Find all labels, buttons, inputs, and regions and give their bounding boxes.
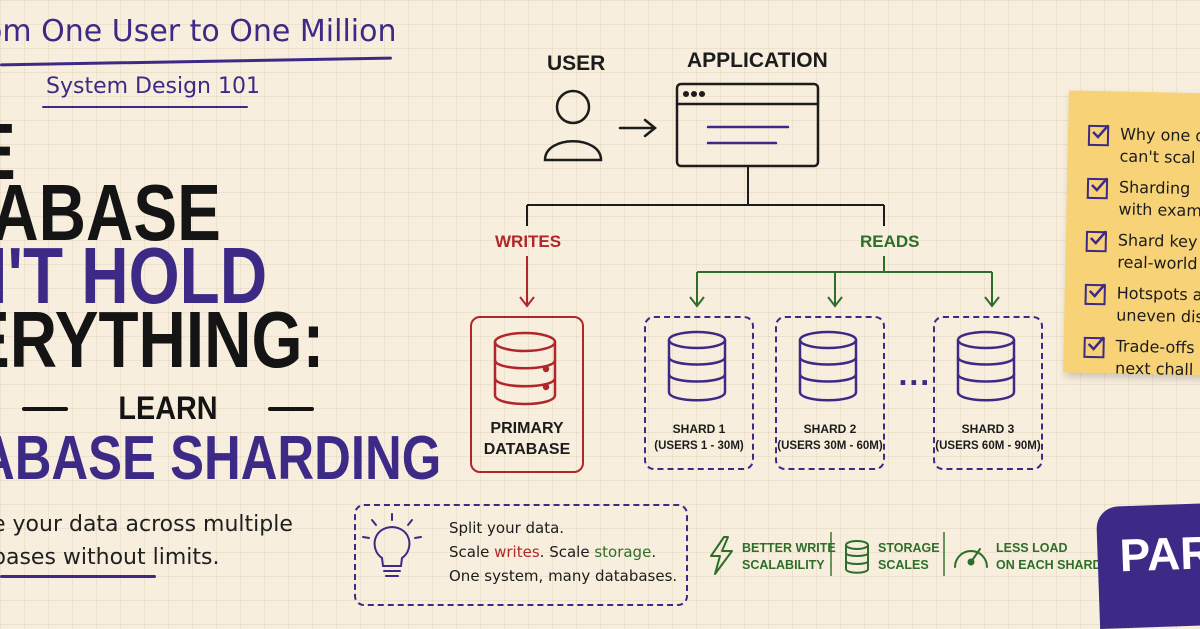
benefit-1-line-2: SCALABILITY [742,558,825,572]
benefit-3-line-2: ON EACH SHARD [996,558,1102,572]
primary-label-line-2: DATABASE [483,441,571,458]
shard-3-name: SHARD 3 [961,422,1015,436]
learn-label: LEARN [118,390,218,426]
headline-line-4: ERYTHING: [0,295,325,384]
user-label: USER [547,52,606,75]
headline-line-3: N'T HOLD [0,231,268,320]
primary-database-label: PRIMARY DATABASE [472,418,582,460]
info-line-3: One system, many databases. [449,567,678,585]
tagline-line-1: e your data across multiple [0,512,293,537]
shard-2-name: SHARD 2 [803,422,857,436]
application-window-icon [675,82,820,168]
more-shards-ellipsis: ... [898,362,931,392]
arrow-user-to-app-icon [618,118,658,138]
primary-database-box: PRIMARY DATABASE [470,316,584,473]
checklist-item-line-1: Hotspots a [1116,283,1200,305]
benefit-3-line-1: LESS LOAD [996,541,1068,555]
benefit-1-line-1: BETTER WRITE [742,541,836,555]
info-box: Split your data. Scale writes. Scale sto… [354,504,688,606]
info-line-2-b: . Scale [539,543,595,561]
shard-1-box: SHARD 1 (USERS 1 - 30M) [644,316,754,470]
writes-label: WRITES [495,232,562,251]
tagline-line-2: bases without limits. [0,545,220,570]
headline-line-1: E [0,112,16,192]
checklist-item-line-1: Sharding [1118,177,1191,199]
headline-line-2: TABASE [0,168,221,257]
info-line-2-a: Scale [449,543,495,561]
subtitle-underline [42,106,248,108]
shard-3-database-icon [956,330,1016,402]
shard-3-box: SHARD 3 (USERS 60M - 90M) [933,316,1043,470]
tagline: e your data across multiple bases withou… [0,508,293,574]
checklist-item-line-1: Shard key [1117,230,1198,252]
checklist-item-line-2: can't scal [1119,146,1196,168]
reads-label: READS [860,232,920,251]
info-line-2-c: . [651,543,657,561]
info-line-2: Scale writes. Scale storage. [449,540,677,564]
database-icon [845,540,869,574]
checkbox-icon [1087,124,1110,147]
checklist-item-line-1: Trade-offs [1115,336,1195,358]
benefit-less-load: LESS LOAD ON EACH SHARD [996,540,1102,574]
learn-divider: LEARN [22,390,314,426]
benefit-write-scalability: BETTER WRITE SCALABILITY [742,540,836,574]
checkbox-icon [1085,230,1108,253]
reads-arrows-icon [689,256,1000,308]
headline-line-5: ABASE SHARDING [0,424,442,493]
benefit-storage-scales: STORAGE SCALES [878,540,940,574]
benefit-2-line-1: STORAGE [878,541,940,555]
shard-1-name: SHARD 1 [672,422,726,436]
lightbulb-icon [362,513,422,577]
user-icon [543,89,603,162]
info-text: Split your data. Scale writes. Scale sto… [449,516,677,588]
application-label: APPLICATION [687,49,828,72]
shard-2-box: SHARD 2 (USERS 30M - 60M) [775,316,885,470]
checklist-item-line-1: Why one d [1119,124,1200,146]
shard-1-range: (USERS 1 - 30M) [654,440,744,452]
learn-dash-right [268,407,314,411]
gauge-icon [954,548,988,568]
checklist-item-line-2: uneven dis [1116,305,1200,327]
shard-3-range: (USERS 60M - 90M) [935,440,1041,452]
learn-dash-left [22,407,68,411]
shard-1-database-icon [667,330,727,402]
benefit-divider [943,532,945,576]
info-writes-word: writes [494,543,540,561]
benefit-2-line-2: SCALES [878,558,929,572]
checklist-item-line-2: next chall [1114,358,1194,380]
shard-2-range: (USERS 30M - 60M) [777,440,883,452]
series-subtitle: System Design 101 [46,74,260,99]
primary-label-line-1: PRIMARY [490,420,564,437]
series-title: om One User to One Million [0,14,397,49]
info-storage-word: storage [594,543,652,561]
primary-database-icon [493,331,557,406]
checklist-item-line-2: real-world [1117,252,1198,274]
part-badge: PAR [1095,502,1200,629]
checklist-item-line-2: with exam [1118,199,1200,221]
checkbox-icon [1084,283,1106,306]
tagline-underline [0,575,156,578]
part-label: PAR [1118,526,1200,582]
checkbox-icon [1083,336,1105,359]
shard-2-database-icon [798,330,858,402]
benefit-divider [830,532,832,576]
lightning-icon [710,536,733,575]
writes-arrow-icon [519,256,535,308]
checkbox-icon [1086,177,1109,200]
info-line-1: Split your data. [449,519,565,537]
